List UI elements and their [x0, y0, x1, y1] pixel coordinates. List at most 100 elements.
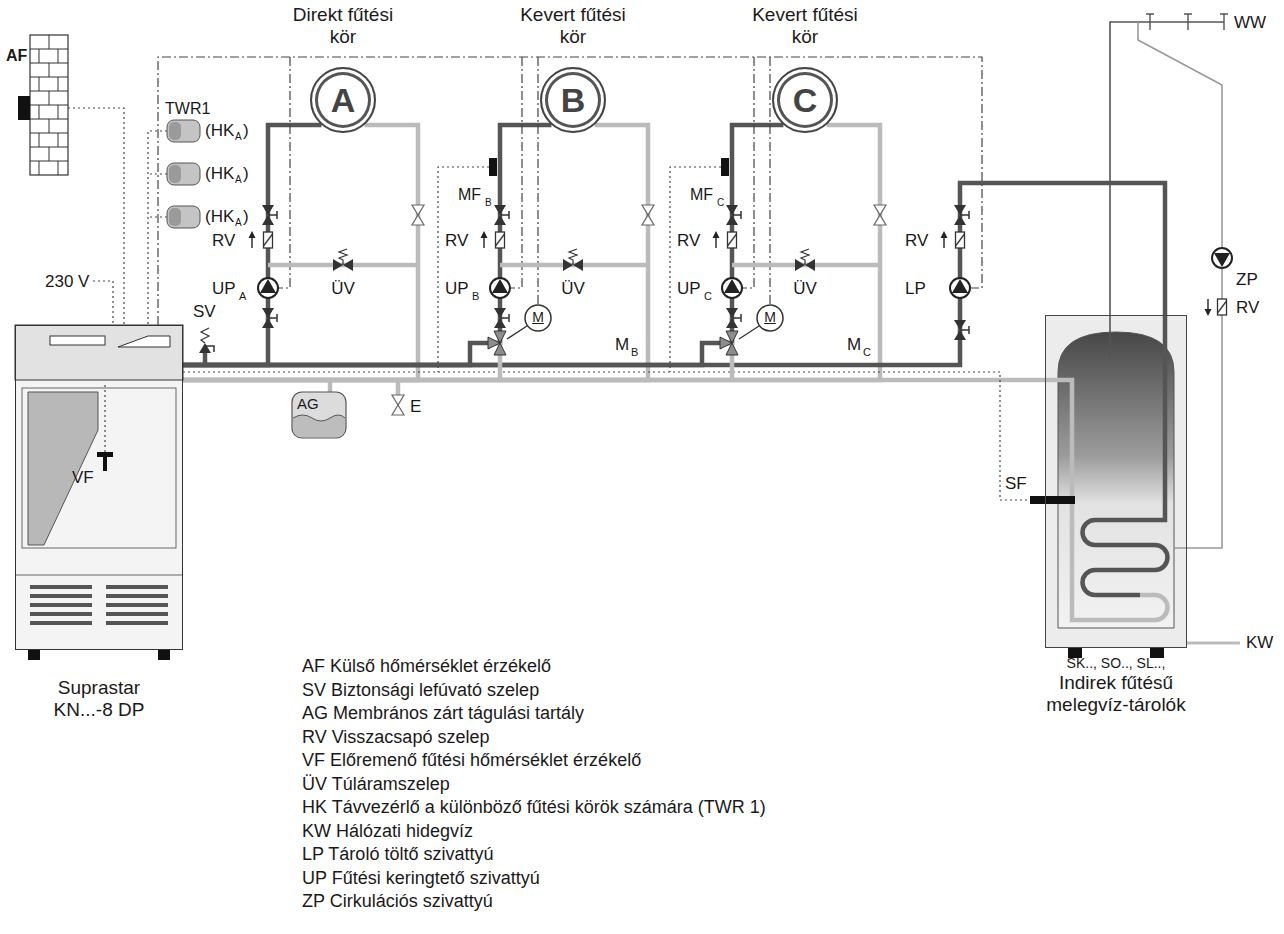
- legend-text: AF Külső hőmérséklet érzékelő: [302, 656, 551, 676]
- part-code: RV: [445, 231, 468, 251]
- check-valve-symbol: [496, 232, 505, 248]
- flow-sensor: [489, 158, 497, 176]
- supply-pipe: [183, 183, 1165, 365]
- part-code: RV: [1236, 298, 1259, 318]
- part-code: SV: [193, 302, 216, 322]
- flow-arrow: [1205, 299, 1212, 316]
- heating-circuit-circle: A: [310, 67, 376, 133]
- mixing-valve-symbol: [488, 331, 506, 355]
- part-code: 230 V: [45, 272, 89, 292]
- subscript-index: C: [863, 346, 871, 359]
- sensor-wires: [148, 131, 167, 325]
- legend-text: LP Tároló töltő szivattyú: [302, 844, 493, 864]
- mixing-valve-symbol: [720, 331, 738, 355]
- storage-tank-drawing: [1058, 332, 1174, 628]
- part-code: ZP: [1236, 270, 1258, 290]
- overflow-valve-symbol: [563, 249, 583, 271]
- part-code: ÜV: [561, 279, 585, 299]
- legend-text: ÜV Túláramszelep: [302, 774, 450, 794]
- pump-symbol: [258, 278, 278, 298]
- part-code: RV: [905, 231, 928, 251]
- part-code: MF: [458, 186, 481, 204]
- gate-valve-symbol: [954, 205, 969, 225]
- hot-water-lines: [1187, 642, 1240, 645]
- pump-symbol: [950, 278, 970, 298]
- branch-pipes: [268, 265, 880, 395]
- part-code: M: [764, 309, 776, 325]
- gate-valve-symbol: [494, 308, 509, 328]
- subscript-index: B: [472, 290, 479, 303]
- return-valve-symbol: [642, 205, 654, 225]
- circuit-heading: Kevert fűtési kör: [749, 4, 861, 48]
- safety-valve: [201, 328, 209, 343]
- flow-arrow: [481, 231, 488, 248]
- control-wires: [158, 57, 982, 325]
- part-code: LP: [905, 279, 926, 299]
- remote-control-units: [167, 163, 200, 185]
- hot-water-lines: [1138, 22, 1222, 548]
- legend-text: ZP Cirkulációs szivattyú: [302, 891, 493, 911]
- part-code: ): [243, 207, 249, 227]
- gate-valve-symbol: [954, 320, 969, 340]
- part-code: E: [410, 397, 421, 417]
- sensor-wires: [670, 167, 721, 372]
- drain-valve-symbol: [392, 395, 404, 415]
- sensor-wires: [183, 372, 1030, 500]
- brick-wall: [30, 35, 68, 175]
- legend-entry: VF Előremenő fűtési hőmérséklet érzékelő: [302, 749, 766, 773]
- return-pipe: [183, 378, 1045, 383]
- flow-arrow: [713, 231, 720, 248]
- flow-arrow: [941, 231, 948, 248]
- circuit-letter: A: [331, 83, 356, 117]
- boiler-drawing: [15, 325, 183, 660]
- legend: AF Külső hőmérséklet érzékelő SV Biztonsá…: [302, 655, 766, 914]
- remote-control-units: [167, 120, 200, 142]
- part-code: WW: [1234, 13, 1266, 33]
- legend-text: SV Biztonsági lefúvató szelep: [302, 680, 539, 700]
- boiler-drawing: [50, 336, 105, 345]
- expansion-vessel: [293, 415, 345, 421]
- part-code: ÜV: [331, 279, 355, 299]
- return-pipe: [183, 125, 648, 380]
- brick-wall: [30, 35, 68, 175]
- part-code: KW: [1246, 633, 1273, 653]
- boiler-drawing: [22, 388, 176, 548]
- part-code: MF: [690, 186, 713, 204]
- legend-entry: SV Biztonsági lefúvató szelep: [302, 679, 766, 703]
- flow-arrow: [249, 231, 256, 248]
- boiler-drawing: [158, 650, 170, 660]
- supply-pipe: [183, 125, 783, 365]
- node-title: SK.., SO.., SL..,: [1011, 655, 1221, 672]
- valves-and-pumps: [249, 205, 1233, 415]
- boiler-drawing: [106, 594, 168, 598]
- check-valve-symbol: [728, 232, 737, 248]
- supply-pipe: [183, 125, 551, 365]
- part-code: RV: [677, 231, 700, 251]
- boiler-drawing: [15, 325, 183, 380]
- part-code: (HK: [205, 207, 234, 227]
- control-wires: [279, 57, 290, 288]
- branch-pipes: [205, 158, 880, 395]
- part-code: ÜV: [793, 279, 817, 299]
- boiler-drawing: [106, 585, 168, 589]
- part-code: UP: [445, 279, 469, 299]
- part-code: AG: [297, 395, 319, 412]
- legend-text: KW Hálózati hidegvíz: [302, 821, 473, 841]
- legend-entry: UP Fűtési keringtető szivattyú: [302, 867, 766, 891]
- hot-water-lines: [1146, 14, 1228, 30]
- part-code: (HK: [205, 121, 234, 141]
- branch-pipes: [203, 352, 208, 365]
- subscript-index: C: [704, 290, 712, 303]
- gate-valve-symbol: [494, 205, 509, 225]
- check-valve-symbol: [264, 232, 273, 248]
- gate-valve-symbol: [262, 205, 277, 225]
- storage-tank-drawing: [1030, 315, 1187, 658]
- legend-entry: ÜV Túláramszelep: [302, 773, 766, 797]
- heating-circuit-circle: C: [772, 67, 838, 133]
- circuit-heading: Direkt fűtési kör: [287, 4, 399, 48]
- supply-pipe: [183, 125, 321, 365]
- gate-valve-symbol: [726, 308, 741, 328]
- boiler-housing: Suprastar KN...-8 DP: [15, 325, 183, 650]
- check-valve-symbol: [956, 232, 965, 248]
